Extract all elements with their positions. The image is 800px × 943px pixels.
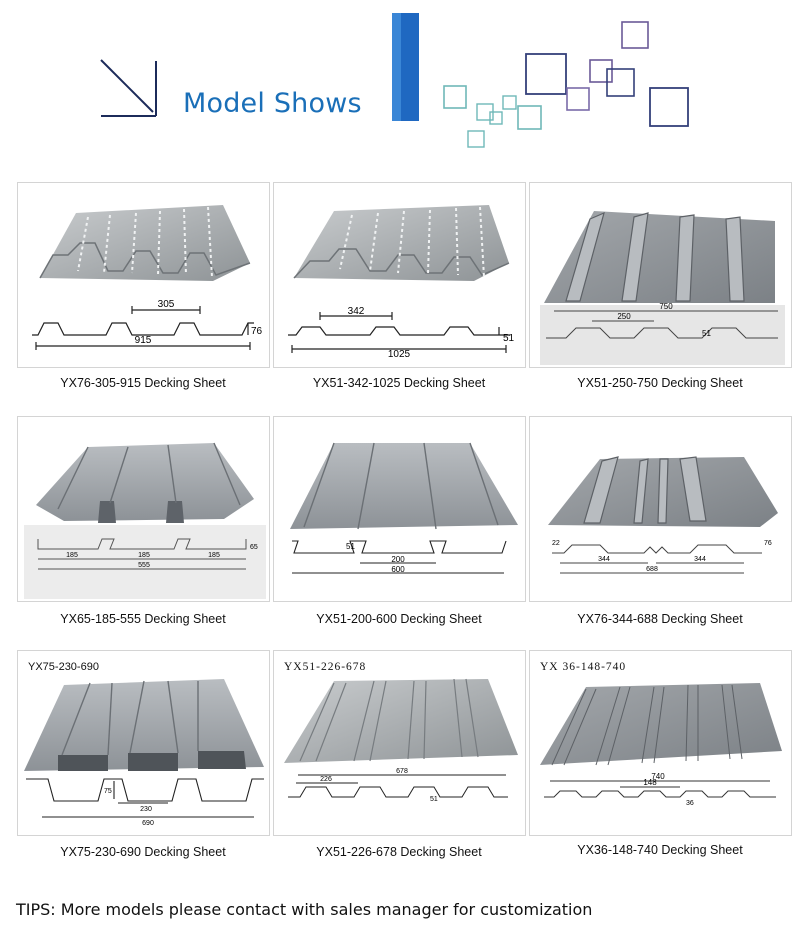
product-caption: YX36-148-740 Decking Sheet bbox=[577, 843, 743, 857]
product-card-yx51-200-600[interactable]: 51 200 600 bbox=[273, 416, 526, 602]
dimension-label: 1025 bbox=[388, 349, 411, 360]
page-title: Model Shows bbox=[183, 88, 362, 119]
dimension-label: 185 bbox=[66, 552, 78, 559]
product-caption: YX51-200-600 Decking Sheet bbox=[316, 612, 482, 626]
dimension-label: 344 bbox=[694, 556, 706, 563]
dimension-label: 148 bbox=[643, 778, 657, 787]
dimension-label: 750 bbox=[659, 302, 673, 311]
decking-sheet-image: 342 51 1025 bbox=[288, 205, 515, 360]
dimension-label: 688 bbox=[646, 566, 658, 573]
dimension-label: 51 bbox=[430, 796, 438, 803]
product-caption: YX51-250-750 Decking Sheet bbox=[577, 376, 743, 390]
dimension-label: 678 bbox=[396, 768, 408, 775]
model-label: YX 36-148-740 bbox=[540, 661, 627, 673]
dimension-label: 344 bbox=[598, 556, 610, 563]
product-card-yx51-342-1025[interactable]: 342 51 1025 bbox=[273, 182, 526, 368]
model-label: YX51-226-678 bbox=[284, 661, 367, 673]
product-card-yx36-148-740[interactable]: 740 148 36 YX 36-148-740 bbox=[529, 650, 792, 836]
product-card-yx76-344-688[interactable]: 22 344 344 688 76 bbox=[529, 416, 792, 602]
tips-text: TIPS: More models please contact with sa… bbox=[16, 900, 593, 919]
dimension-label: 555 bbox=[138, 562, 150, 569]
product-card-yx65-185-555[interactable]: 185 185 185 555 65 bbox=[17, 416, 270, 602]
header-banner: Model Shows bbox=[0, 0, 800, 170]
dimension-label: 22 bbox=[552, 540, 560, 547]
decking-sheet-image: 226 678 51 bbox=[284, 678, 518, 803]
product-card-yx51-226-678[interactable]: 226 678 51 YX51-226-678 bbox=[273, 650, 526, 836]
product-caption: YX65-185-555 Decking Sheet bbox=[60, 612, 226, 626]
decking-sheet-image: 75 230 690 bbox=[24, 679, 264, 827]
product-caption: YX76-305-915 Decking Sheet bbox=[60, 376, 226, 390]
dimension-label: 75 bbox=[104, 788, 112, 795]
decking-sheet-image: 185 185 185 555 65 bbox=[24, 442, 266, 599]
product-caption: YX75-230-690 Decking Sheet bbox=[60, 845, 226, 859]
decking-sheet-image: 740 148 36 bbox=[540, 683, 782, 807]
dimension-label: 600 bbox=[391, 565, 405, 574]
dimension-label: 185 bbox=[208, 552, 220, 559]
dimension-label: 185 bbox=[138, 552, 150, 559]
dimension-label: 250 bbox=[617, 312, 631, 321]
dimension-label: 51 bbox=[702, 329, 711, 338]
product-caption: YX51-226-678 Decking Sheet bbox=[316, 845, 482, 859]
product-card-yx75-230-690[interactable]: 75 230 690 YX75-230-690 bbox=[17, 650, 270, 836]
dimension-label: 342 bbox=[348, 306, 365, 317]
dimension-label: 65 bbox=[250, 544, 258, 551]
product-card-yx51-250-750[interactable]: 750 250 51 bbox=[529, 182, 792, 368]
squares-decoration bbox=[443, 21, 689, 148]
header-decoration bbox=[100, 13, 689, 148]
dimension-label: 690 bbox=[142, 820, 154, 827]
dimension-label: 230 bbox=[140, 806, 152, 813]
model-label: YX75-230-690 bbox=[28, 661, 99, 673]
dimension-label: 51 bbox=[503, 333, 515, 344]
product-card-yx76-305-915[interactable]: 305 76 915 bbox=[17, 182, 270, 368]
product-caption: YX76-344-688 Decking Sheet bbox=[577, 612, 743, 626]
dimension-label: 915 bbox=[135, 335, 152, 346]
dimension-label: 76 bbox=[251, 326, 263, 337]
dimension-label: 51 bbox=[346, 542, 355, 551]
dimension-label: 305 bbox=[158, 299, 175, 310]
decking-sheet-image: 22 344 344 688 76 bbox=[548, 456, 778, 574]
decking-sheet-image: 51 200 600 bbox=[290, 442, 518, 574]
dimension-label: 76 bbox=[764, 540, 772, 547]
product-caption: YX51-342-1025 Decking Sheet bbox=[312, 376, 486, 390]
dimension-label: 226 bbox=[320, 776, 332, 783]
decking-sheet-image: 750 250 51 bbox=[540, 211, 785, 365]
dimension-label: 740 bbox=[651, 772, 665, 781]
dimension-label: 200 bbox=[391, 555, 405, 564]
decking-sheet-image: 305 76 915 bbox=[32, 205, 263, 350]
arrow-down-right-icon bbox=[100, 59, 157, 117]
dimension-label: 36 bbox=[686, 800, 694, 807]
